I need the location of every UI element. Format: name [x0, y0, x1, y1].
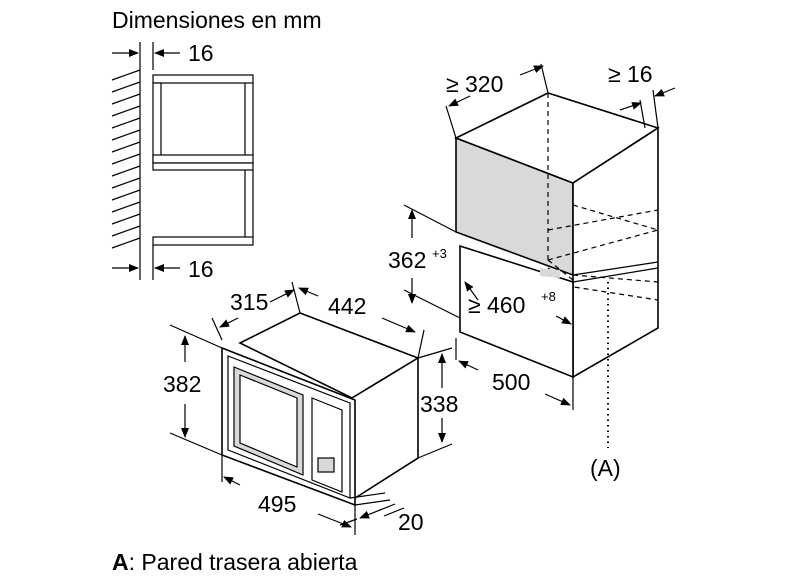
microwave-front-height-label: 382	[163, 371, 201, 397]
niche-height-tolerance: +3	[432, 246, 447, 261]
side-top-gap-label: 16	[188, 40, 214, 66]
niche-min-width-label: ≥ 460	[468, 292, 525, 318]
microwave-front-width-label: 495	[258, 491, 296, 517]
microwave-width-dimension: 442	[298, 287, 425, 359]
microwave-front-height-dimension: 382	[163, 324, 223, 456]
niche-width-tolerance: +8	[541, 289, 556, 304]
niche-gap-dimension: ≥ 16	[608, 61, 676, 129]
legend-key: A	[112, 549, 129, 575]
diagram-title: Dimensiones en mm	[112, 7, 322, 33]
microwave-front-offset-dimension: 20	[339, 492, 424, 535]
niche-depth-label: 500	[492, 369, 530, 395]
side-bottom-gap-label: 16	[188, 256, 214, 282]
niche-min-gap-label: ≥ 16	[608, 61, 653, 87]
niche-height-dimension: 362 +3	[388, 204, 461, 319]
microwave-depth-label: 315	[230, 289, 268, 315]
side-view: 16 16	[111, 40, 254, 282]
legend-text: : Pared trasera abierta	[129, 549, 358, 575]
niche-min-depth-label: ≥ 320	[446, 71, 503, 97]
microwave-body-height-label: 338	[420, 391, 458, 417]
microwave-body-height-dimension: 338	[417, 347, 458, 459]
side-top-gap-dimension: 16	[112, 40, 214, 70]
microwave-view: 315 442 382 338	[163, 281, 458, 535]
svg-text:362: 362	[388, 247, 426, 273]
niche-width-dimension: ≥ 460 +8	[464, 281, 572, 325]
microwave-front-width-dimension: 495	[221, 455, 356, 535]
side-bottom-gap-dimension: 16	[112, 245, 214, 282]
open-back-reference: (A)	[590, 282, 621, 481]
reference-a-label: (A)	[590, 455, 621, 481]
niche-height-label: 362	[388, 247, 426, 273]
microwave-width-label: 442	[328, 293, 366, 319]
microwave-depth-dimension: 315	[211, 281, 301, 341]
niche-view: ≥ 320 ≥ 16 362 +3 ≥ 460 +8	[388, 61, 676, 481]
niche-depth-top-dimension: ≥ 320	[445, 63, 549, 139]
niche-depth-dimension: 500	[455, 338, 574, 410]
legend: A: Pared trasera abierta	[112, 549, 358, 575]
microwave-front-offset-label: 20	[398, 509, 424, 535]
side-cabinet	[152, 74, 254, 246]
wall-hatch	[111, 68, 141, 250]
